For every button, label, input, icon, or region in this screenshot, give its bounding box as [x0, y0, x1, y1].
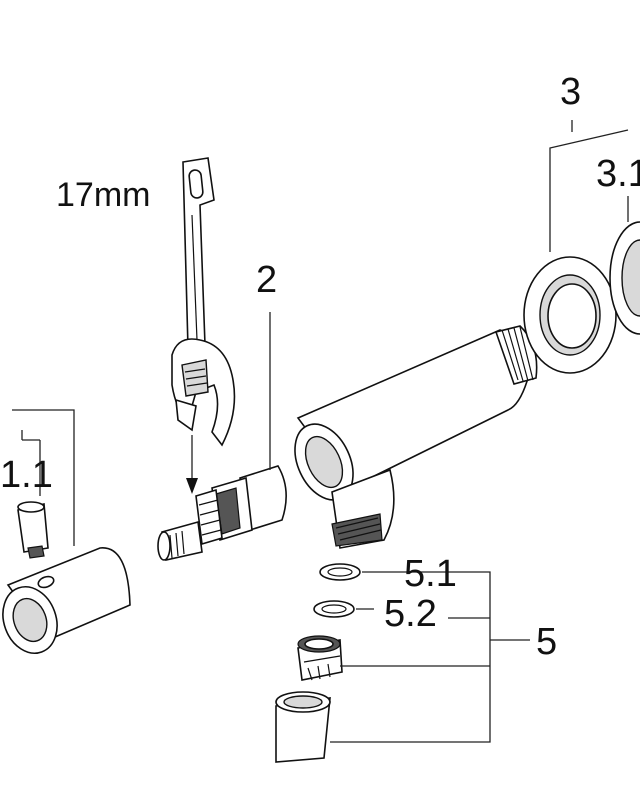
- part-2-label: 2: [256, 259, 277, 301]
- part-3-flange: [523, 256, 617, 374]
- part-5-label: 5: [536, 621, 557, 663]
- part-2-cartridge: [157, 465, 287, 561]
- part-5-1-label: 5.1: [404, 553, 457, 595]
- part-1-1-label: 1.1: [0, 454, 53, 496]
- part-3-1-label: 3.1: [596, 153, 640, 195]
- part-5-2-label: 5.2: [384, 593, 437, 635]
- part-5-2-washer: [313, 600, 355, 618]
- leader-lines: [12, 120, 629, 743]
- spout-body: [294, 325, 538, 549]
- part-5-1-washer: [319, 563, 361, 581]
- handle-body: [2, 547, 131, 654]
- part-3-label: 3: [560, 71, 581, 113]
- part-3-1-flange: [609, 221, 640, 335]
- part-1-1-cap: [17, 501, 49, 559]
- aerator-insert: [297, 635, 343, 681]
- aerator-housing: [275, 691, 331, 763]
- adjustable-wrench: [171, 157, 236, 447]
- wrench-direction-arrow: [186, 435, 198, 494]
- wrench-size-label: 17mm: [56, 176, 150, 214]
